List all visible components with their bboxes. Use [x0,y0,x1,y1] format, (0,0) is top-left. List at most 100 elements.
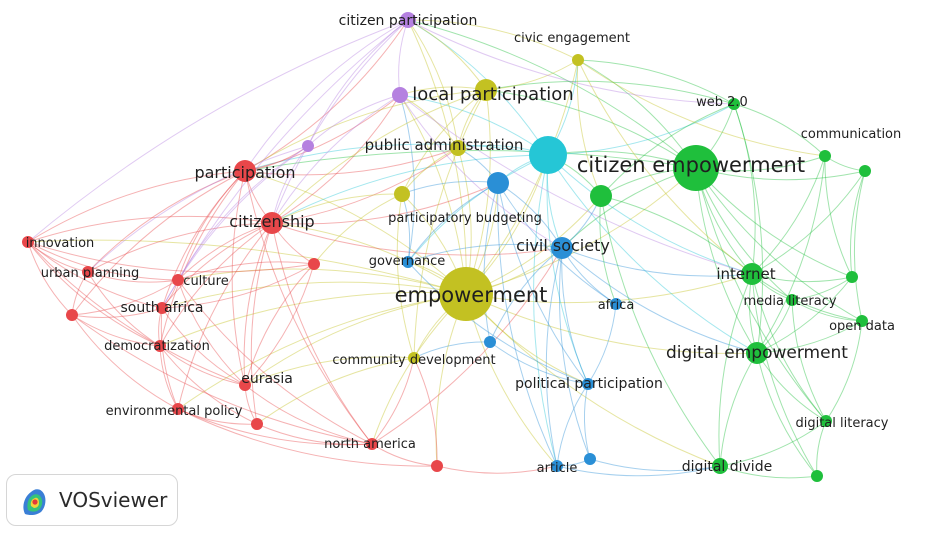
label-digital-literacy[interactable]: digital literacy [795,416,888,431]
label-participatory-budgeting[interactable]: participatory budgeting [388,211,542,226]
link-participation-public_administration [244,147,459,176]
node-political-participation[interactable] [582,378,594,390]
node-green-bottom[interactable] [811,470,823,482]
label-citizen-participation[interactable]: citizen participation [339,13,478,29]
link-article-digital_divide [556,465,721,477]
node-civic-engagement[interactable] [572,54,584,66]
link-internet-web20 [733,103,756,275]
node-north-america[interactable] [366,438,378,450]
node-digital-divide[interactable] [712,458,728,474]
label-south-africa[interactable]: south africa [121,300,204,316]
label-civil-society[interactable]: civil society [516,236,610,255]
node-governance[interactable] [402,256,414,268]
node-local-participation-y[interactable] [475,79,497,101]
network-labels: citizen participation civic engagement loc… [26,13,902,476]
node-community-development[interactable] [408,352,420,364]
node-culture[interactable] [172,274,184,286]
node-blue-hub[interactable] [487,172,509,194]
label-article[interactable]: article [537,461,578,476]
node-red-bottom[interactable] [431,460,443,472]
label-web20[interactable]: web 2.0 [696,95,748,110]
link-digital_literacy-open_data [825,320,863,422]
link-civil_society-blue_bottom [558,247,591,460]
link-citizen_participation-web20 [407,19,735,105]
link-eurasia-red_low [244,384,258,425]
label-communication[interactable]: communication [801,127,902,142]
label-citizenship[interactable]: citizenship [229,212,314,231]
label-participation[interactable]: participation [194,163,295,182]
label-digital-divide[interactable]: digital divide [682,459,772,475]
node-article[interactable] [551,460,563,472]
node-civil-society[interactable] [551,237,573,259]
label-political-participation[interactable]: political participation [515,376,663,392]
label-empowerment[interactable]: empowerment [395,283,548,307]
label-media-literacy[interactable]: media literacy [743,294,836,309]
node-citizen-empowerment[interactable] [673,145,719,191]
node-communication[interactable] [819,150,831,162]
link-civic_engagement-communication [577,59,826,157]
node-africa[interactable] [610,298,622,310]
label-innovation[interactable]: innovation [26,236,95,251]
node-media-literacy[interactable] [786,294,798,306]
label-urban-planning[interactable]: urban planning [41,266,140,281]
node-purple-small[interactable] [302,140,314,152]
node-open-data[interactable] [856,315,868,327]
link-citizenship-eurasia [243,222,273,386]
label-civic-engagement[interactable]: civic engagement [514,31,630,46]
node-citizen-participation[interactable] [400,12,416,28]
node-digital-empowerment[interactable] [746,342,768,364]
node-democratization[interactable] [154,340,166,352]
label-governance[interactable]: governance [369,254,446,269]
link-citizenship-civil_society [271,222,563,256]
node-local-participation[interactable] [392,87,408,103]
link-citizen_empowerment-digital_literacy [695,167,827,422]
link-local_participation_y-participatory_budgeting [401,89,487,195]
node-citizenship[interactable] [261,212,283,234]
label-public-administration[interactable]: public administration [365,136,524,154]
label-digital-empowerment[interactable]: digital empowerment [666,343,848,363]
node-digital-literacy[interactable] [820,415,832,427]
node-innovation[interactable] [22,236,34,248]
node-cyan-hub[interactable] [529,136,567,174]
label-open-data[interactable]: open data [829,319,895,334]
node-red-left[interactable] [66,309,78,321]
node-internet[interactable] [741,263,763,285]
link-south_africa-red_mid [161,263,315,309]
label-culture[interactable]: culture [183,274,228,289]
label-local-participation[interactable]: local participation [412,84,573,105]
node-environmental-policy[interactable] [172,403,184,415]
label-africa[interactable]: africa [598,298,635,313]
label-north-america[interactable]: north america [324,437,416,452]
node-eurasia[interactable] [239,379,251,391]
node-web20[interactable] [728,98,740,110]
label-citizen-empowerment[interactable]: citizen empowerment [577,153,805,177]
link-local_participation-civil_society [399,94,563,249]
label-eurasia[interactable]: eurasia [241,371,293,387]
node-red-low[interactable] [251,418,263,430]
node-green-ce-small[interactable] [859,165,871,177]
link-participation-innovation [27,170,246,243]
node-public-administration[interactable] [450,140,466,156]
node-green-right[interactable] [846,271,858,283]
link-participatory_budgeting-citizenship [271,193,403,224]
label-internet[interactable]: internet [716,265,775,283]
label-community-development[interactable]: community development [332,353,495,368]
link-citizenship-environmental_policy [177,222,273,410]
link-citizen_empowerment-citizen_participation [407,19,697,169]
node-participatory-budgeting[interactable] [394,186,410,202]
link-civil_society-digital_empowerment [561,247,758,354]
node-participation[interactable] [234,160,256,182]
label-environmental-policy[interactable]: environmental policy [106,404,243,419]
node-blue-small[interactable] [484,336,496,348]
label-democratization[interactable]: democratization [104,339,210,354]
link-democratization-environmental_policy [159,345,179,410]
node-red-mid[interactable] [308,258,320,270]
node-south-africa[interactable] [156,302,168,314]
link-empowerment-participation [244,170,467,295]
link-culture-north_america [177,279,373,445]
node-green-hub[interactable] [590,185,612,207]
node-urban-planning[interactable] [82,266,94,278]
node-blue-bottom[interactable] [584,453,596,465]
node-empowerment[interactable] [439,267,493,321]
